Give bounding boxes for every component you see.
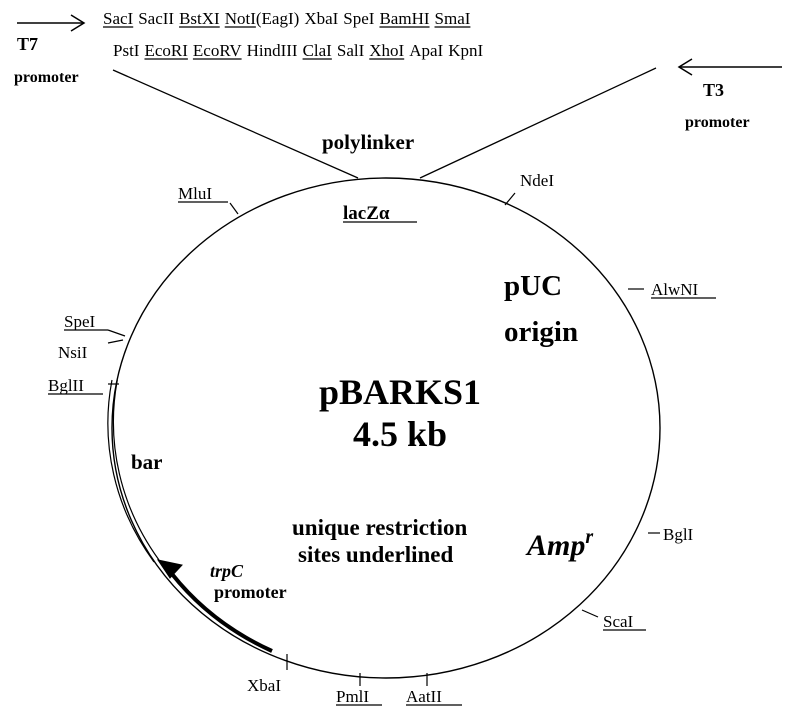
svg-text:BglII: BglII — [48, 376, 84, 395]
polylinker-site-sali: SalI — [337, 41, 365, 60]
svg-text:AatII: AatII — [406, 687, 442, 706]
site-ticks — [107, 192, 660, 686]
svg-text:SpeI: SpeI — [64, 312, 96, 331]
polylinker-site-xhoi: XhoI — [369, 41, 404, 60]
svg-text:MluI: MluI — [178, 184, 212, 203]
t3-label: T3 — [703, 80, 724, 100]
site-bgli: BglI — [663, 525, 694, 544]
site-alwni: AlwNI — [651, 280, 716, 299]
polylinker-left-line — [112, 69, 359, 179]
svg-text:PmlI: PmlI — [336, 687, 369, 706]
polylinker-site-spei: SpeI — [343, 9, 375, 28]
unique-sites-note-line2: sites underlined — [298, 542, 453, 567]
plasmid-size: 4.5 kb — [353, 414, 447, 454]
svg-text:BglI: BglI — [663, 525, 694, 544]
polylinker-site-hindiii: HindIII — [247, 41, 298, 60]
origin-label: origin — [504, 316, 578, 348]
t3-promoter-label: promoter — [685, 114, 750, 131]
polylinker-site-psti: PstI — [113, 41, 140, 60]
polylinker-site-smai: SmaI — [435, 9, 471, 28]
site-scai: ScaI — [603, 612, 646, 631]
polylinker-site-sacii: SacII — [138, 9, 174, 28]
site-xbai: XbaI — [247, 676, 281, 695]
t7-label: T7 — [17, 34, 38, 54]
polylinker-site-bamhi: BamHI — [379, 9, 429, 28]
unique-sites-note-line1: unique restriction — [292, 515, 467, 540]
bar-gene-inner-arc — [112, 379, 160, 561]
polylinker-site-saci: SacI — [103, 9, 134, 28]
site-spei: SpeI — [64, 312, 108, 331]
trpc-label: trpC — [210, 561, 244, 581]
trpc-promoter-arrow — [170, 572, 273, 653]
plasmid-circle — [111, 177, 661, 679]
svg-text:XbaI: XbaI — [247, 676, 281, 695]
amp-label: Ampr — [525, 526, 593, 562]
t7-promoter-label: promoter — [14, 69, 79, 86]
lacz-label: lacZα — [343, 203, 390, 224]
polylinker-site-bstxi: BstXI — [179, 9, 220, 28]
t3-arrow — [677, 58, 782, 76]
polylinker-site-noti: NotI — [225, 9, 257, 28]
bar-label: bar — [131, 450, 163, 474]
svg-text:NdeI: NdeI — [520, 171, 554, 190]
polylinker-site-kpni: KpnI — [448, 41, 483, 60]
site-nsii: NsiI — [58, 343, 88, 362]
bar-gene-outer-arc — [107, 379, 155, 563]
polylinker-right-line — [419, 67, 657, 179]
polylinker-site-eagi: (EagI) — [256, 9, 299, 28]
svg-text:ScaI: ScaI — [603, 612, 634, 631]
polylinker-site-xbai: XbaI — [304, 9, 338, 28]
trpc-promoter-label: promoter — [214, 582, 287, 602]
site-pmli: PmlI — [336, 687, 382, 706]
site-ndei: NdeI — [520, 171, 554, 190]
site-bglii: BglII — [48, 376, 103, 395]
svg-text:NsiI: NsiI — [58, 343, 88, 362]
polylinker-site-apai: ApaI — [409, 41, 443, 60]
site-aatii: AatII — [406, 687, 462, 706]
t7-arrow — [17, 14, 86, 32]
polylinker-site-ecori: EcoRI — [144, 41, 188, 60]
lacz-label-group: lacZα — [343, 203, 417, 224]
plasmid-name: pBARKS1 — [319, 372, 481, 412]
polylinker-label: polylinker — [322, 130, 414, 154]
puc-label: pUC — [504, 270, 562, 302]
site-mlui: MluI — [178, 184, 228, 203]
svg-text:AlwNI: AlwNI — [651, 280, 699, 299]
trpc-arrowhead — [156, 559, 183, 579]
polylinker-site-ecorv: EcoRV — [193, 41, 242, 60]
polylinker-site-clai: ClaI — [303, 41, 333, 60]
